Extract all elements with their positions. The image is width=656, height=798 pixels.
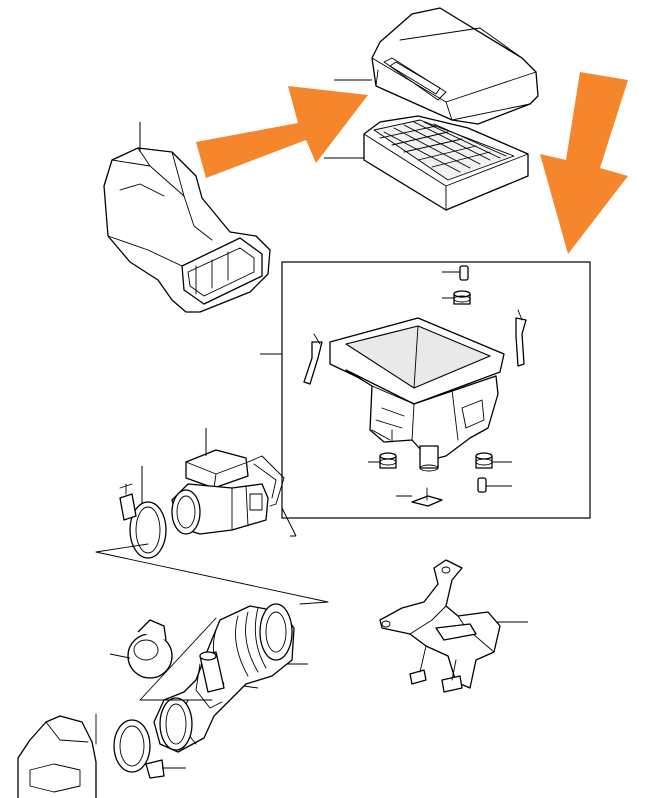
explode-lines-lower	[95, 617, 217, 745]
leader-hose-lower	[243, 685, 259, 689]
orange-arrow-down	[540, 72, 628, 254]
airbox-housing-icon	[329, 317, 505, 472]
intake-duct-icon	[103, 147, 271, 313]
leader-gasket	[281, 507, 297, 537]
orange-arrow-right	[196, 86, 368, 178]
throttle-body-icon	[17, 715, 97, 798]
explode-lines	[95, 543, 329, 605]
bellows-hose-icon	[153, 603, 295, 753]
air-filter-icon	[363, 115, 529, 211]
airbox-lid-icon	[371, 7, 539, 125]
resonator-icon	[127, 619, 173, 679]
bracket-icon	[379, 559, 501, 693]
leader-resonator	[109, 653, 131, 659]
clip-icon	[303, 309, 527, 385]
maf-sensor-icon	[171, 449, 285, 535]
pin-icon	[411, 265, 487, 507]
inset-frame	[281, 261, 591, 519]
grommet-icon	[379, 290, 493, 469]
hose-clamp-icon	[119, 483, 167, 559]
hose-clamp-lower-icon	[113, 719, 165, 779]
